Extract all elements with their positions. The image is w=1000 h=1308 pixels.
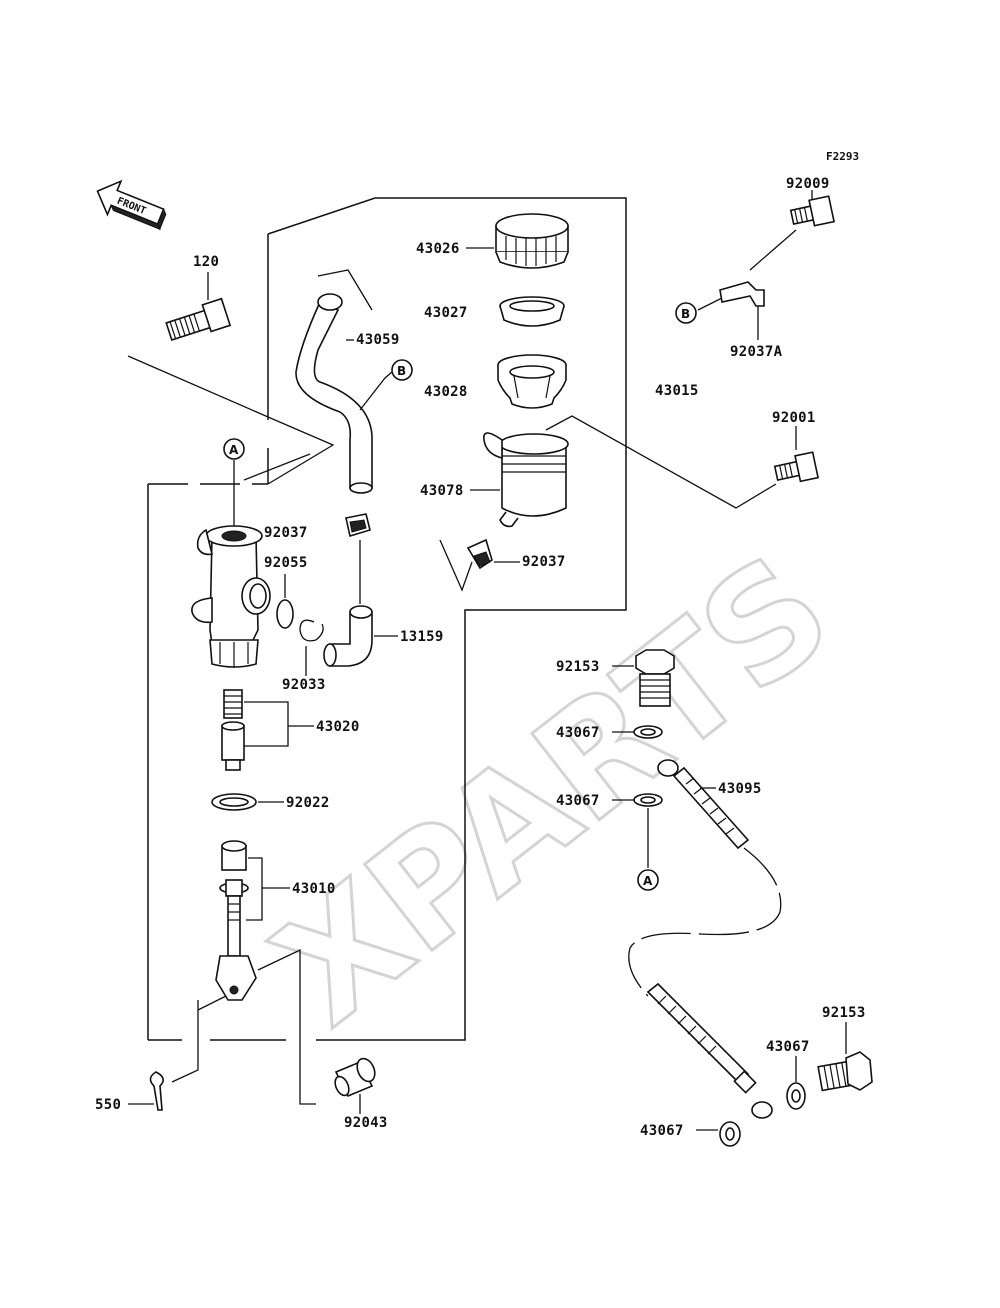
brake-hose-43095 [628,759,782,1119]
spring-43020 [221,689,314,771]
callout-43067-c: 43067 [766,1039,810,1055]
circlip-92022 [211,793,284,811]
callout-43067-d: 43067 [640,1123,684,1139]
callout-92022: 92022 [286,795,330,811]
bolt-92009 [749,190,836,271]
washer-43067-b [612,793,663,868]
pin-92043 [334,1057,376,1114]
watermark: XPARTS [244,521,864,1059]
callout-92037A: 92037A [730,344,783,360]
elbow-13159 [323,540,398,667]
reservoir-43078 [470,415,777,528]
callout-92033: 92033 [282,677,326,693]
bracket-92037A [697,281,765,340]
diagram-code: F2293 [826,150,859,163]
ref-a-hose: A [637,869,659,891]
bolt-120 [127,272,335,485]
callout-92153-bottom: 92153 [822,1005,866,1021]
banjo-bolt-92153-top [612,649,675,707]
circlip-92033 [299,619,324,676]
callout-92055: 92055 [264,555,308,571]
callout-92037-left: 92037 [264,525,308,541]
callout-92153-top: 92153 [556,659,600,675]
callout-43020: 43020 [316,719,360,735]
watermark-text: XPARTS [245,523,862,1058]
ref-a-body: A [223,438,245,460]
callout-120: 120 [193,254,219,270]
clip-92037-left [345,513,371,538]
ref-a-body-label: A [229,443,239,457]
cotter-pin-550 [128,995,227,1111]
diaphragm-43028 [497,354,567,409]
callout-43059: 43059 [356,332,400,348]
ref-b-bracket: B [675,302,697,324]
callout-43067-a: 43067 [556,725,600,741]
callout-92037-right: 92037 [522,554,566,570]
washer-43067-c [786,1056,806,1110]
callout-92043: 92043 [344,1115,388,1131]
ref-b-hose-label: B [397,364,406,378]
master-cylinder-body [191,453,311,668]
o-ring-92055 [276,574,294,629]
callout-13159: 13159 [400,629,444,645]
callout-92001: 92001 [772,410,816,426]
callout-43095: 43095 [718,781,762,797]
washer-43067-d [696,1121,741,1147]
banjo-bolt-92153-bottom [817,1022,873,1092]
callout-43028: 43028 [424,384,468,400]
reservoir-frame [147,197,627,1041]
callout-550: 550 [95,1097,121,1113]
bolt-92001 [773,426,820,483]
ref-b-hose: B [391,359,413,381]
cap-43026 [466,213,569,269]
callout-43026: 43026 [416,241,460,257]
callout-43067-b: 43067 [556,793,600,809]
clip-92037-right [439,538,520,592]
callout-43078: 43078 [420,483,464,499]
front-arrow-icon: FRONT [96,179,167,231]
ref-a-hose-label: A [643,874,653,888]
callout-43015: 43015 [655,383,699,399]
push-rod-43010 [215,840,316,1105]
ref-b-bracket-label: B [681,307,690,321]
washer-43067-a [612,725,663,739]
hose-43059 [295,269,393,494]
callout-43027: 43027 [424,305,468,321]
callout-43010: 43010 [292,881,336,897]
callout-92009: 92009 [786,176,830,192]
plate-43027 [499,296,565,327]
